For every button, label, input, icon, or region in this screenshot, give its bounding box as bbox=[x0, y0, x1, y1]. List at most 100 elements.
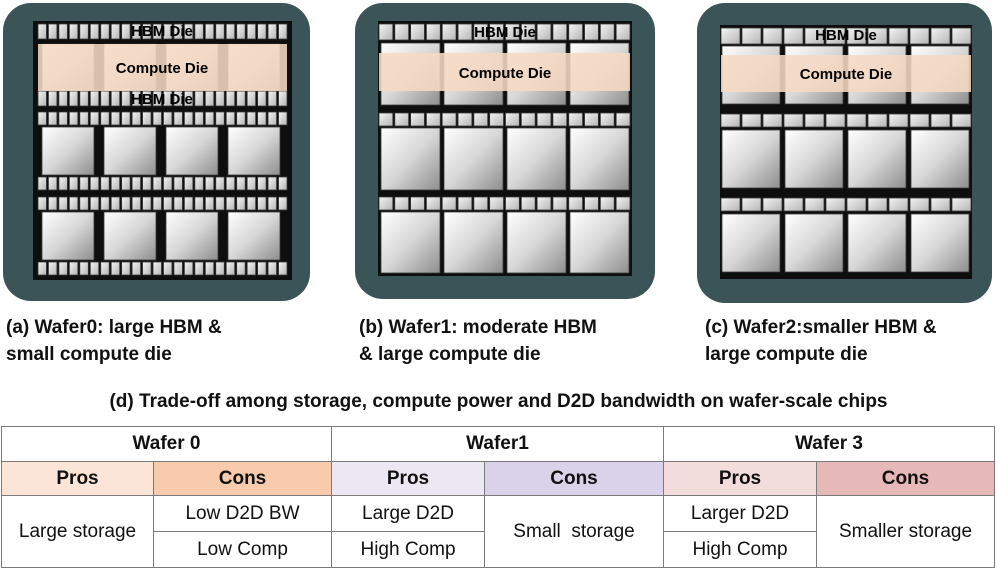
hbm-die bbox=[48, 90, 58, 107]
hbm-die bbox=[204, 111, 215, 126]
wafer0-cons-cell-1: Low D2D BW bbox=[153, 495, 332, 532]
hbm-die bbox=[599, 23, 615, 41]
hbm-die bbox=[89, 90, 100, 107]
hbm-die bbox=[100, 111, 110, 126]
tradeoff-title: (d) Trade-off among storage, compute pow… bbox=[109, 391, 888, 412]
hbm-die bbox=[236, 196, 246, 211]
hbm-die bbox=[552, 23, 568, 41]
hbm-die bbox=[215, 196, 225, 211]
compute-die bbox=[165, 211, 219, 261]
hbm-die bbox=[89, 176, 100, 191]
hbm-die bbox=[79, 111, 89, 126]
hbm-die bbox=[804, 197, 825, 212]
hbm-die bbox=[173, 196, 183, 211]
hbm-die bbox=[257, 261, 267, 276]
hbm-die bbox=[520, 112, 536, 127]
hbm-die bbox=[79, 23, 89, 40]
hbm-die bbox=[520, 196, 536, 211]
wafer1-caption: (b) Wafer1: moderate HBM & large compute… bbox=[359, 314, 597, 368]
compute-die bbox=[784, 213, 844, 273]
hbm-die bbox=[394, 23, 410, 41]
hbm-die bbox=[204, 196, 215, 211]
hbm-die bbox=[473, 196, 489, 211]
wafer1-cons-header: Cons bbox=[484, 461, 664, 496]
wafer2: HBM Die Compute Die bbox=[697, 3, 992, 303]
hbm-die bbox=[552, 112, 568, 127]
hbm-die bbox=[457, 112, 473, 127]
hbm-die bbox=[184, 261, 194, 276]
hbm-die bbox=[152, 196, 162, 211]
wafer0-header: Wafer 0 bbox=[1, 426, 332, 462]
hbm-die bbox=[37, 90, 47, 107]
compute-die bbox=[910, 213, 970, 273]
hbm-die bbox=[267, 90, 277, 107]
hbm-die bbox=[867, 27, 888, 45]
hbm-die bbox=[37, 196, 47, 211]
hbm-die bbox=[37, 23, 47, 40]
hbm-die bbox=[278, 261, 288, 276]
hbm-die bbox=[68, 111, 79, 126]
hbm-die bbox=[121, 176, 131, 191]
hbm-die bbox=[110, 23, 121, 40]
hbm-die bbox=[394, 196, 410, 211]
hbm-die bbox=[410, 112, 425, 127]
hbm-die bbox=[121, 196, 131, 211]
hbm-die bbox=[246, 90, 257, 107]
hbm-die bbox=[489, 112, 504, 127]
hbm-die bbox=[163, 196, 173, 211]
wafer2-compute-band bbox=[721, 55, 971, 92]
hbm-die bbox=[184, 23, 194, 40]
hbm-die bbox=[48, 261, 58, 276]
hbm-die bbox=[110, 111, 121, 126]
hbm-die bbox=[378, 196, 394, 211]
hbm-die bbox=[142, 111, 152, 126]
hbm-die bbox=[909, 197, 930, 212]
wafer0-compute-band bbox=[38, 44, 287, 91]
pros-cons-header-row: Pros Cons Pros Cons Pros Cons bbox=[1, 461, 995, 496]
hbm-die bbox=[762, 113, 783, 128]
compute-die bbox=[847, 129, 907, 189]
wafer1-pros-cell-2: High Comp bbox=[331, 531, 485, 568]
hbm-die bbox=[825, 113, 846, 128]
hbm-die bbox=[163, 261, 173, 276]
wafer1-compute-label: Compute Die bbox=[459, 65, 552, 82]
hbm-die bbox=[584, 112, 599, 127]
hbm-die bbox=[236, 90, 246, 107]
hbm-die bbox=[867, 113, 888, 128]
hbm-die bbox=[110, 176, 121, 191]
hbm-die bbox=[615, 196, 631, 211]
hbm-die bbox=[89, 196, 100, 211]
hbm-die bbox=[888, 113, 909, 128]
wafer3-header: Wafer 3 bbox=[663, 426, 995, 462]
hbm-die bbox=[89, 261, 100, 276]
tradeoff-row-1: Large storage Low D2D BW Large D2D Small… bbox=[1, 495, 995, 568]
hbm-die bbox=[267, 23, 277, 40]
hbm-die bbox=[246, 23, 257, 40]
wafer2-caption: (c) Wafer2:smaller HBM & large compute d… bbox=[705, 314, 937, 368]
wafer2-hbm-dies bbox=[720, 27, 972, 212]
hbm-die bbox=[536, 196, 552, 211]
hbm-die bbox=[215, 176, 225, 191]
hbm-die bbox=[762, 197, 783, 212]
wafer0-pros-header: Pros bbox=[1, 461, 154, 496]
hbm-die bbox=[37, 176, 47, 191]
compute-die bbox=[103, 126, 157, 176]
hbm-die bbox=[79, 90, 89, 107]
compute-die bbox=[721, 213, 781, 273]
hbm-die bbox=[278, 196, 288, 211]
hbm-die bbox=[131, 196, 141, 211]
hbm-die bbox=[37, 261, 47, 276]
wafer2-hbm-label-top: HBM Die bbox=[815, 27, 877, 44]
hbm-die bbox=[100, 23, 110, 40]
hbm-die bbox=[58, 23, 68, 40]
hbm-die bbox=[599, 196, 615, 211]
hbm-die bbox=[615, 112, 631, 127]
hbm-die bbox=[173, 23, 183, 40]
hbm-die bbox=[184, 176, 194, 191]
hbm-die bbox=[184, 111, 194, 126]
hbm-die bbox=[184, 196, 194, 211]
hbm-die bbox=[173, 261, 183, 276]
hbm-die bbox=[599, 112, 615, 127]
wafer3-pros-header: Pros bbox=[663, 461, 817, 496]
compute-die bbox=[569, 127, 630, 191]
